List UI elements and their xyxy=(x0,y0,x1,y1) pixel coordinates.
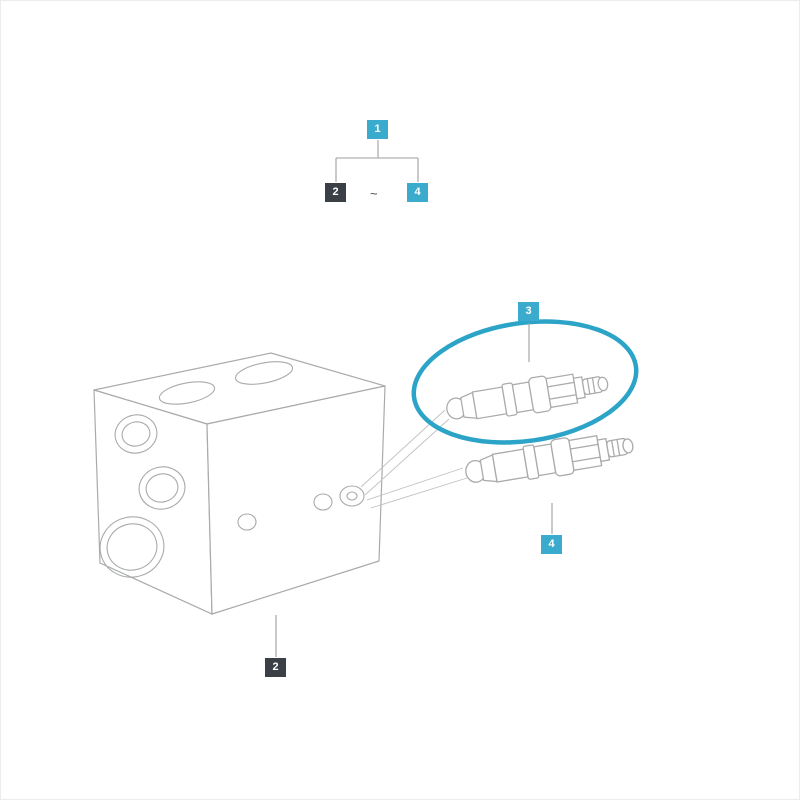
callout-group-1[interactable]: 1 xyxy=(367,120,388,139)
callout-part-4[interactable]: 4 xyxy=(541,535,562,554)
callout-part-2[interactable]: 2 xyxy=(265,658,286,677)
highlight-ellipse xyxy=(411,319,639,445)
cartridge-valve-upper xyxy=(443,365,612,429)
callout-range-from-2[interactable]: 2 xyxy=(325,183,346,202)
range-separator: ~ xyxy=(370,186,378,201)
callout-connector-lines xyxy=(275,140,553,657)
callout-part-3[interactable]: 3 xyxy=(518,302,539,321)
callout-range-to-4[interactable]: 4 xyxy=(407,183,428,202)
valve-block xyxy=(93,352,386,615)
